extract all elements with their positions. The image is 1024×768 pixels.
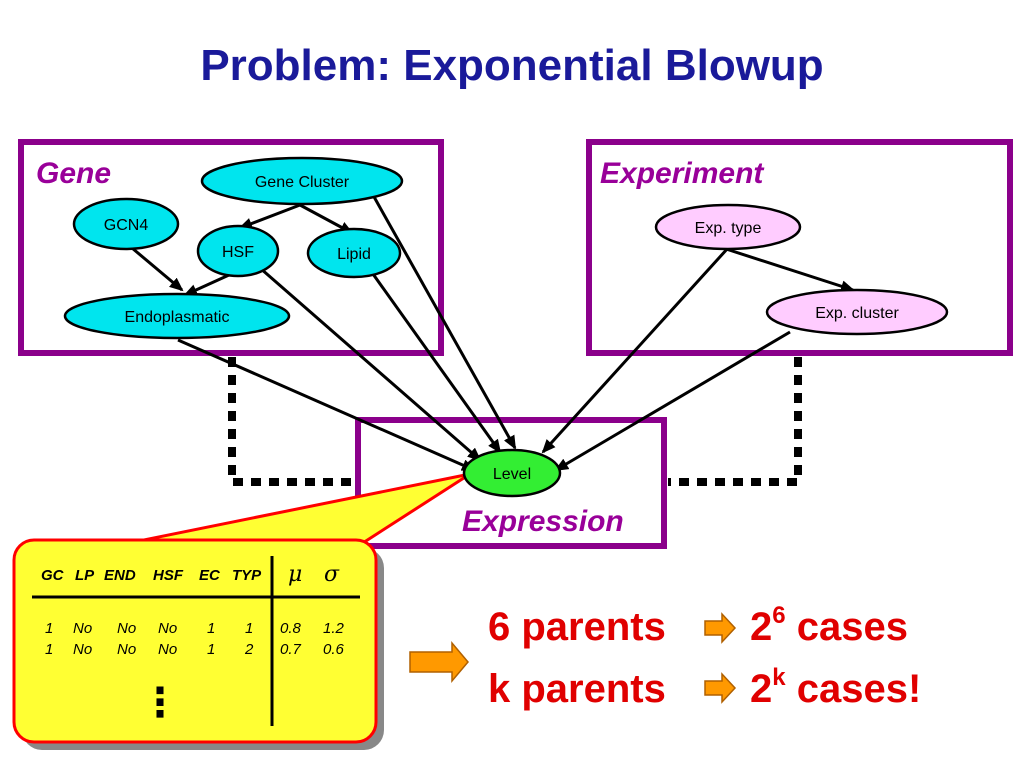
edge-lipid-level — [371, 273, 502, 454]
svg-text:0.7: 0.7 — [280, 641, 302, 658]
experiment-box — [586, 139, 1013, 356]
svg-text:No: No — [73, 620, 92, 637]
col-header-sigma: σ — [324, 562, 340, 587]
note-1-prefix: 6 parents — [488, 605, 666, 649]
node-gene-cluster: Gene Cluster — [200, 156, 404, 206]
svg-text:No: No — [117, 641, 136, 658]
edge-gcn4-endo — [131, 246, 184, 292]
edge-cluster-hsf — [238, 203, 301, 230]
expression-box-label: Expression — [462, 505, 624, 538]
table-ellipsis: ⋮ — [140, 680, 180, 726]
svg-text:Level: Level — [493, 466, 531, 483]
svg-text:1: 1 — [207, 641, 215, 658]
svg-text:Exp. type: Exp. type — [695, 220, 762, 237]
svg-text:1: 1 — [45, 641, 53, 658]
svg-text:1: 1 — [207, 620, 215, 637]
gene-box — [18, 139, 444, 356]
svg-text:Lipid: Lipid — [337, 246, 371, 263]
svg-text:1: 1 — [45, 620, 53, 637]
col-header-lp: LP — [75, 567, 95, 584]
note-1-formula: 26 cases — [750, 602, 908, 649]
svg-text:GCN4: GCN4 — [104, 217, 149, 234]
col-header-end: END — [104, 567, 136, 584]
svg-text:0.6: 0.6 — [323, 641, 345, 658]
svg-text:Exp. cluster: Exp. cluster — [815, 305, 899, 322]
edge-expcluster-level — [554, 330, 791, 472]
orange-arrow-icon — [409, 640, 469, 684]
edge-endo-level — [177, 338, 476, 472]
edge-hsf-level — [259, 266, 482, 462]
edge-exptype-expcluster — [722, 246, 855, 293]
orange-arrow-icon — [704, 612, 737, 644]
svg-text:1: 1 — [245, 620, 253, 637]
dotted-connectors — [228, 357, 802, 486]
note-line-2: k parents 2k cases! — [488, 664, 921, 711]
svg-text:0.8: 0.8 — [280, 620, 302, 637]
table-row: 1 No No No 1 2 0.7 0.6 — [45, 641, 345, 658]
svg-text:Gene Cluster: Gene Cluster — [255, 174, 350, 191]
gene-box-label: Gene — [36, 157, 111, 190]
svg-text:No: No — [158, 641, 177, 658]
edge-exptype-level — [541, 246, 730, 454]
node-hsf: HSF — [196, 224, 280, 278]
svg-text:2: 2 — [244, 641, 254, 658]
node-gcn4: GCN4 — [72, 197, 180, 251]
col-header-hsf: HSF — [153, 567, 184, 584]
note-line-1: 6 parents 26 cases — [488, 602, 908, 649]
svg-text:No: No — [158, 620, 177, 637]
node-exp-type: Exp. type — [654, 203, 802, 251]
svg-text:Endoplasmatic: Endoplasmatic — [125, 309, 230, 326]
col-header-ec: EC — [199, 567, 221, 584]
experiment-box-label: Experiment — [600, 157, 765, 190]
node-lipid: Lipid — [306, 227, 402, 279]
node-endoplasmatic: Endoplasmatic — [63, 292, 291, 340]
page-title: Problem: Exponential Blowup — [200, 41, 823, 90]
col-header-mu: μ — [288, 562, 302, 587]
note-2-formula: 2k cases! — [750, 664, 921, 711]
edge-cluster-lipid — [299, 203, 354, 235]
svg-text:1.2: 1.2 — [323, 620, 345, 637]
orange-arrow-icon — [704, 672, 737, 704]
table-row: 1 No No No 1 1 0.8 1.2 — [45, 620, 345, 637]
edge-cluster-level — [371, 194, 517, 450]
svg-text:HSF: HSF — [222, 244, 254, 261]
cpd-table: GC LP END HSF EC TYP μ σ 1 No No No 1 1 … — [12, 538, 384, 750]
expression-box — [355, 417, 667, 549]
node-exp-cluster: Exp. cluster — [765, 288, 949, 336]
edges — [131, 194, 855, 472]
svg-text:No: No — [117, 620, 136, 637]
note-2-prefix: k parents — [488, 667, 666, 711]
svg-text:No: No — [73, 641, 92, 658]
col-header-gc: GC — [41, 567, 65, 584]
col-header-typ: TYP — [232, 567, 262, 584]
node-level: Level — [462, 448, 562, 498]
